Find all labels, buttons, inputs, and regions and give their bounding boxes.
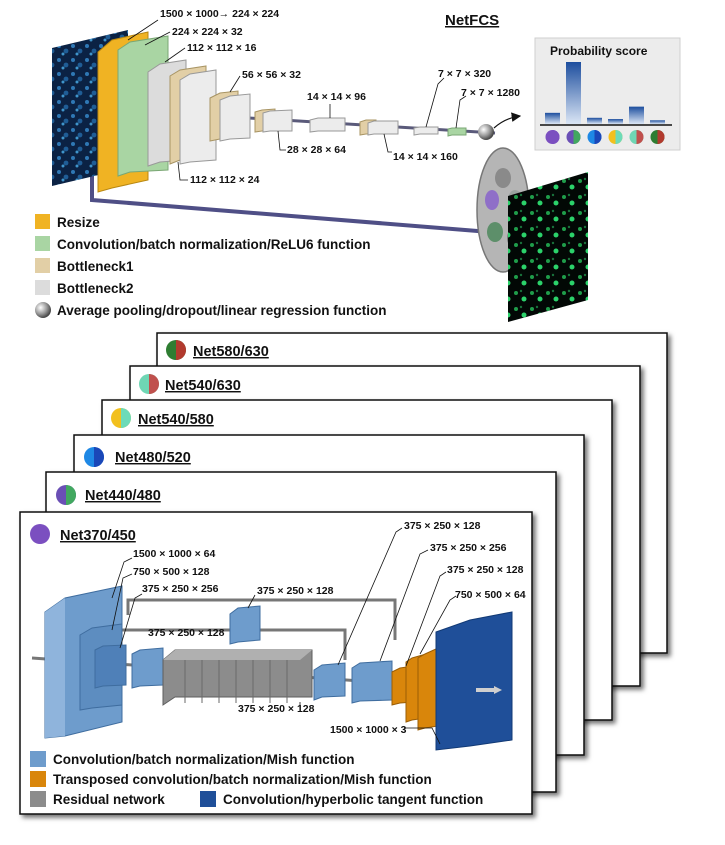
legend-label-transposed: Transposed convolution/batch normalizati…	[53, 772, 432, 787]
dim-b8: 7 × 7 × 1280	[461, 87, 520, 99]
legend-swatch-tanh	[200, 791, 216, 807]
card-title: Net540/630	[165, 378, 241, 394]
probability-bars	[545, 62, 665, 124]
dim-d3: 375 × 250 × 256	[142, 583, 219, 595]
legend-swatch-conv	[35, 236, 50, 251]
probability-bar	[566, 62, 581, 124]
legend-swatch-conv-mish	[30, 751, 46, 767]
probability-bar	[650, 120, 665, 124]
dim-d10: 750 × 500 × 64	[455, 589, 526, 601]
netfcs-title: NetFCS	[445, 12, 499, 29]
card-title: Net540/580	[138, 412, 214, 428]
legend-label-pooling: Average pooling/dropout/linear regressio…	[57, 303, 387, 318]
probability-title: Probability score	[550, 44, 648, 58]
probability-class-icons	[545, 130, 665, 144]
probability-bar	[629, 106, 644, 124]
legend-swatch-transposed	[30, 771, 46, 787]
unet-legend: Convolution/batch normalization/Mish fun…	[30, 751, 483, 807]
legend-swatch-bottleneck1	[35, 258, 50, 273]
encoder-block-5	[229, 605, 261, 645]
class-icon-half	[636, 130, 644, 144]
output-image	[508, 172, 588, 322]
dim-d2: 750 × 500 × 128	[133, 566, 210, 578]
legend-swatch-bottleneck2	[35, 280, 50, 295]
card-stack: Net580/630 Net540/630 Net540/580 Net480/…	[19, 332, 668, 815]
class-icon-half	[615, 130, 623, 144]
filter-slot	[495, 168, 511, 188]
dim-d11: 1500 × 1000 × 3	[330, 724, 407, 736]
filter-slot	[485, 190, 499, 210]
filter-slot	[487, 222, 503, 242]
class-icon-half	[657, 130, 665, 144]
legend-swatch-resize	[35, 214, 50, 229]
dim-b5: 14 × 14 × 96	[307, 91, 366, 103]
legend-swatch-residual	[30, 791, 46, 807]
dim-b4: 28 × 28 × 64	[287, 144, 346, 156]
class-icon-half	[594, 130, 602, 144]
dim-b6: 14 × 14 × 160	[393, 151, 458, 163]
bottleneck2-block-2	[179, 69, 217, 165]
legend-label-resize: Resize	[57, 215, 100, 230]
dim-b3: 56 × 56 × 32	[242, 69, 301, 81]
dim-d4: 375 × 250 × 128	[148, 627, 225, 639]
legend-swatch-pooling	[35, 302, 51, 318]
card-title: Net580/630	[193, 344, 269, 360]
card-title: Net370/450	[60, 528, 136, 544]
probability-panel: Probability score	[534, 37, 681, 151]
transposed-conv-block-3	[417, 647, 439, 731]
dim-d1: 1500 × 1000 × 64	[133, 548, 215, 560]
decoder-conv-block-1	[313, 662, 346, 701]
bottleneck2-block-5	[309, 117, 346, 133]
dim-b2: 112 × 112 × 24	[190, 174, 260, 186]
residual-network	[162, 649, 313, 706]
class-icon-half	[573, 130, 581, 144]
card-net370-450: Net370/450	[19, 511, 533, 815]
netfcs-legend: Resize Convolution/batch normalization/R…	[35, 214, 387, 318]
bottleneck2-block-7	[413, 126, 439, 136]
unet-skip-2	[260, 628, 347, 660]
dim-d5: 375 × 250 × 128	[257, 585, 334, 597]
legend-label-conv-mish: Convolution/batch normalization/Mish fun…	[53, 752, 354, 767]
netfcs-dimension-labels: 1500 × 1000→ 224 × 224 224 × 224 × 32 11…	[127, 8, 520, 186]
dim-b7: 7 × 7 × 320	[438, 68, 491, 80]
output-arrow	[493, 112, 522, 129]
bottleneck2-block-6	[367, 120, 399, 136]
unet-dimension-labels: 1500 × 1000 × 64 750 × 500 × 128 375 × 2…	[111, 520, 526, 745]
dim-input: 1500 × 1000→ 224 × 224	[160, 8, 279, 20]
dim-d8: 375 × 250 × 256	[430, 542, 507, 554]
dim-d6: 375 × 250 × 128	[238, 703, 315, 715]
card-title: Net480/520	[115, 450, 191, 466]
probability-bar	[587, 117, 602, 124]
encoder-block-4	[131, 647, 164, 689]
output-conv-tanh-block	[435, 611, 513, 751]
dim-conv1: 224 × 224 × 32	[172, 26, 243, 38]
decoder-conv-block-2	[351, 660, 393, 704]
legend-label-tanh: Convolution/hyperbolic tangent function	[223, 792, 483, 807]
bottleneck2-block-4	[262, 109, 293, 133]
class-icon-half	[552, 130, 560, 144]
legend-label-residual: Residual network	[53, 792, 165, 807]
conv-block-final	[447, 127, 467, 137]
encoder-block-3	[94, 644, 127, 689]
dim-d7: 375 × 250 × 128	[404, 520, 481, 532]
probability-bar	[608, 119, 623, 124]
netfcs-diagram: NetFCS 1500 × 10	[35, 8, 681, 322]
pooling-sphere	[478, 124, 494, 140]
card-title: Net440/480	[85, 488, 161, 504]
legend-label-bottleneck2: Bottleneck2	[57, 281, 134, 296]
probability-bar	[545, 112, 560, 124]
bottleneck2-block-3	[219, 93, 251, 142]
skip-connection	[90, 170, 491, 234]
dim-d9: 375 × 250 × 128	[447, 564, 524, 576]
card-icon	[30, 524, 50, 544]
dim-b1: 112 × 112 × 16	[187, 42, 257, 54]
legend-label-conv: Convolution/batch normalization/ReLU6 fu…	[57, 237, 371, 252]
legend-label-bottleneck1: Bottleneck1	[57, 259, 134, 274]
